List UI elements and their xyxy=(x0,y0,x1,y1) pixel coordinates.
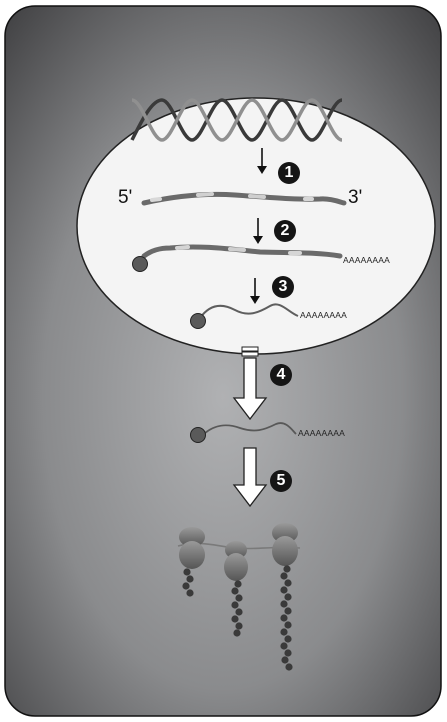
three-prime-label: 3' xyxy=(348,188,362,207)
nuclear-pore xyxy=(242,347,258,356)
step-5-badge: 5 xyxy=(270,470,292,492)
step-1-badge: 1 xyxy=(278,162,300,184)
poly-a-tail-label-2: AAAAAAAA xyxy=(300,311,347,320)
five-prime-cap xyxy=(133,257,148,272)
ribosome-1 xyxy=(179,527,205,569)
step-4-badge: 4 xyxy=(270,364,292,386)
five-prime-label: 5' xyxy=(118,188,132,207)
poly-a-tail-label-1: AAAAAAAA xyxy=(343,256,390,265)
step-2-badge: 2 xyxy=(274,220,296,242)
cytoplasmic-mrna-cap xyxy=(191,428,206,443)
step-3-badge: 3 xyxy=(272,276,294,298)
poly-a-tail-label-3: AAAAAAAA xyxy=(298,429,345,438)
ribosome-2 xyxy=(224,541,248,581)
mature-mrna-cap xyxy=(191,314,206,329)
ribosome-3 xyxy=(272,523,298,566)
